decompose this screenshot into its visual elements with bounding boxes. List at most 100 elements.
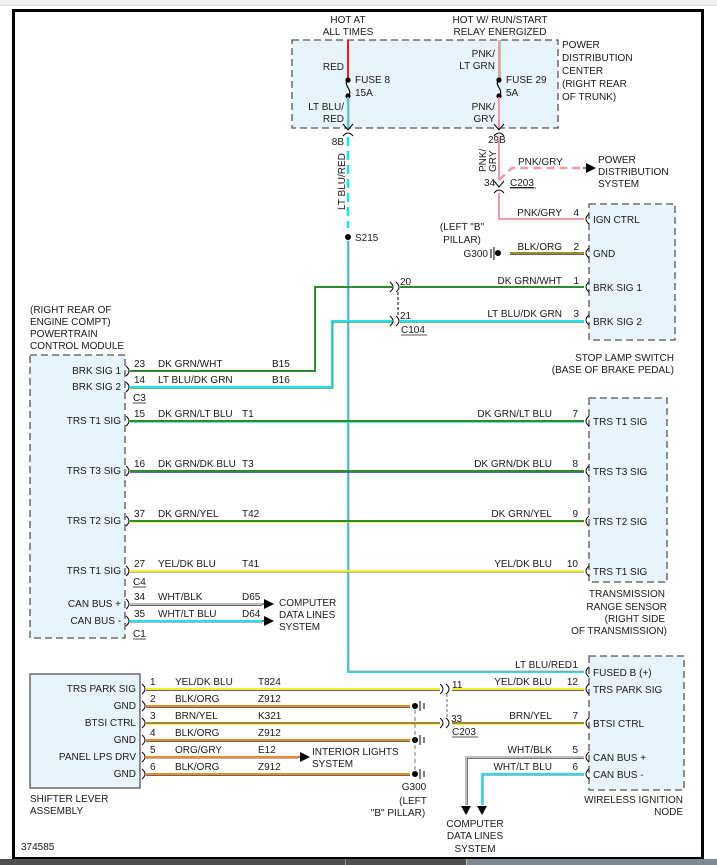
pcm-pin-circuit: D65 [242, 592, 261, 603]
power-distribution-system-label-2: DISTRIBUTION [598, 167, 669, 178]
pcm-pin-circuit: T41 [242, 559, 260, 570]
terminal-icon [585, 683, 590, 695]
arrow-down-icon [461, 806, 471, 815]
sls-wire-pnk-gry: PNK/GRY [517, 208, 562, 219]
pcm-pin-number: 35 [134, 609, 146, 620]
fuse29-terminal-bottom [496, 93, 502, 99]
wire-lt-blu-red-label-1: LT BLU/ [308, 102, 344, 113]
shifter-pin-number: 2 [150, 694, 156, 705]
terminal-icon [125, 365, 130, 377]
splice-s215-label: S215 [355, 233, 379, 244]
g300-bottom-label: G300 [402, 782, 427, 793]
hot-run-start-label: HOT W/ RUN/START [453, 15, 548, 26]
sls-pin-1: 1 [573, 276, 579, 287]
shifter-pin-number: 1 [150, 677, 156, 688]
splice-s215-dot [345, 234, 351, 240]
win-pin-wire: YEL/DK BLU [494, 677, 552, 688]
sls-wire-dk-grn-wht: DK GRN/WHT [498, 276, 562, 287]
g300-top-location-2: PILLAR) [443, 235, 481, 246]
g300-top-location-1: (LEFT "B" [440, 222, 485, 233]
pdc-box [291, 39, 559, 129]
c203-pin-34: 34 [484, 178, 496, 189]
terminal-icon [141, 700, 146, 712]
g300-bottom-location-2: "B" PILLAR) [371, 808, 425, 819]
connector-8b-male [342, 123, 354, 131]
circuit-pnk-gry: 29B PNK/ GRY PNK/GRY POWER DISTRIBUTION … [478, 135, 669, 220]
pcm-pin-name: CAN BUS + [68, 599, 121, 610]
win-pin-wire: BRN/YEL [509, 711, 552, 722]
pcm-label-3: POWERTRAIN [30, 329, 98, 340]
pcm-box [29, 354, 126, 639]
terminal-icon [585, 465, 590, 477]
interior-lights-label-2: SYSTEM [312, 759, 353, 770]
shifter-pin-circuit: T824 [258, 677, 281, 688]
trs-pin-number: 10 [567, 559, 579, 570]
shifter-pin-wire: BLK/ORG [175, 728, 220, 739]
pcm-pin-circuit: T3 [242, 459, 254, 470]
win-label-1: WIRELESS IGNITION [584, 795, 683, 806]
pcm-pin-wire: DK GRN/DK BLU [158, 459, 236, 470]
transmission-range-sensor: TRANSMISSION RANGE SENSOR (RIGHT SIDE OF… [474, 397, 668, 637]
pcm-pin-name: BRK SIG 2 [72, 382, 121, 393]
stop-lamp-switch-label-2: (BASE OF BRAKE PEDAL) [552, 365, 674, 376]
pcm-pin-wire: WHT/BLK [158, 592, 203, 603]
wire-red-label: RED [323, 62, 344, 73]
trs-pin-name: TRS T3 SIG [593, 467, 647, 478]
trs-label-2: RANGE SENSOR [586, 602, 667, 613]
trs-pin-wire: DK GRN/LT BLU [477, 409, 552, 420]
wire-lt-blu-red-vertical-label: LT BLU/RED [337, 153, 348, 210]
sls-pin-4: 4 [573, 208, 579, 219]
terminal-icon [585, 565, 590, 577]
interior-lights-label-1: INTERIOR LIGHTS [312, 747, 399, 758]
sls-pin-ign-ctrl: IGN CTRL [593, 215, 640, 226]
connector-29b-female [493, 132, 505, 137]
terminal-icon [125, 598, 130, 610]
pcm-label-2: ENGINE COMPT) [30, 317, 111, 328]
pcm-pin-number: 14 [134, 375, 146, 386]
powertrain-control-module: (RIGHT REAR OF ENGINE COMPT) POWERTRAIN … [29, 305, 584, 640]
win-pin-name: TRS PARK SIG [593, 685, 662, 696]
shifter-pin-name: GND [114, 701, 136, 712]
terminal-icon [585, 666, 590, 678]
c104-pin-21: 21 [400, 311, 412, 322]
c104-pin-20: 20 [400, 277, 412, 288]
c203-pin-33: 33 [451, 714, 463, 725]
shifter-pin-number: 5 [150, 745, 156, 756]
shifter-pin-name: GND [114, 735, 136, 746]
pcm-pin-wire: DK GRN/WHT [158, 359, 222, 370]
terminal-icon [125, 565, 130, 577]
pcm-pin-number: 16 [134, 459, 146, 470]
win-pin-number: 5 [572, 745, 578, 756]
terminal-icon [141, 683, 146, 695]
wire-pnk-gry-branch-dashed [498, 166, 583, 181]
pcm-pin-name: CAN BUS - [70, 616, 121, 627]
shifter-pin-wire: BLK/ORG [175, 762, 220, 773]
terminal-icon [141, 717, 146, 729]
shifter-pin-name: BTSI CTRL [85, 718, 137, 729]
shifter-pin-wire: BRN/YEL [175, 711, 218, 722]
hot-at-all-times-label-2: ALL TIMES [323, 27, 374, 38]
pcm-connector-label: C4 [133, 577, 146, 588]
pcm-pin-number: 37 [134, 509, 146, 520]
shifter-pin-wire: ORG/GRY [175, 745, 222, 756]
diagram-id: 374585 [21, 842, 55, 853]
trs-pin-name: TRS T1 SIG [593, 417, 647, 428]
pcm-pin-number: 27 [134, 559, 146, 570]
pcm-pin-wire: DK GRN/LT BLU [158, 409, 233, 420]
win-pin-wire: WHT/LT BLU [493, 762, 552, 773]
win-pin-wire: LT BLU/RED [515, 660, 572, 671]
trs-pin-number: 7 [572, 409, 578, 420]
terminal-icon [125, 465, 130, 477]
pcm-pin-name: TRS T1 SIG [67, 416, 121, 427]
shifter-pin-name: TRS PARK SIG [67, 684, 136, 695]
win-can-dest-3: SYSTEM [454, 844, 495, 855]
power-distribution-system-label-3: SYSTEM [598, 179, 639, 190]
fuse29-label: FUSE 29 [506, 75, 547, 86]
wire-pnk-lt-grn-label-2: LT GRN [459, 61, 495, 72]
terminal-icon [585, 751, 590, 763]
shifter-pin-number: 6 [150, 762, 156, 773]
wire-pnk-gry-to-switch [498, 193, 584, 220]
sls-pin-brk-sig-1: BRK SIG 1 [593, 283, 642, 294]
trs-label-3: (RIGHT SIDE [605, 614, 666, 625]
